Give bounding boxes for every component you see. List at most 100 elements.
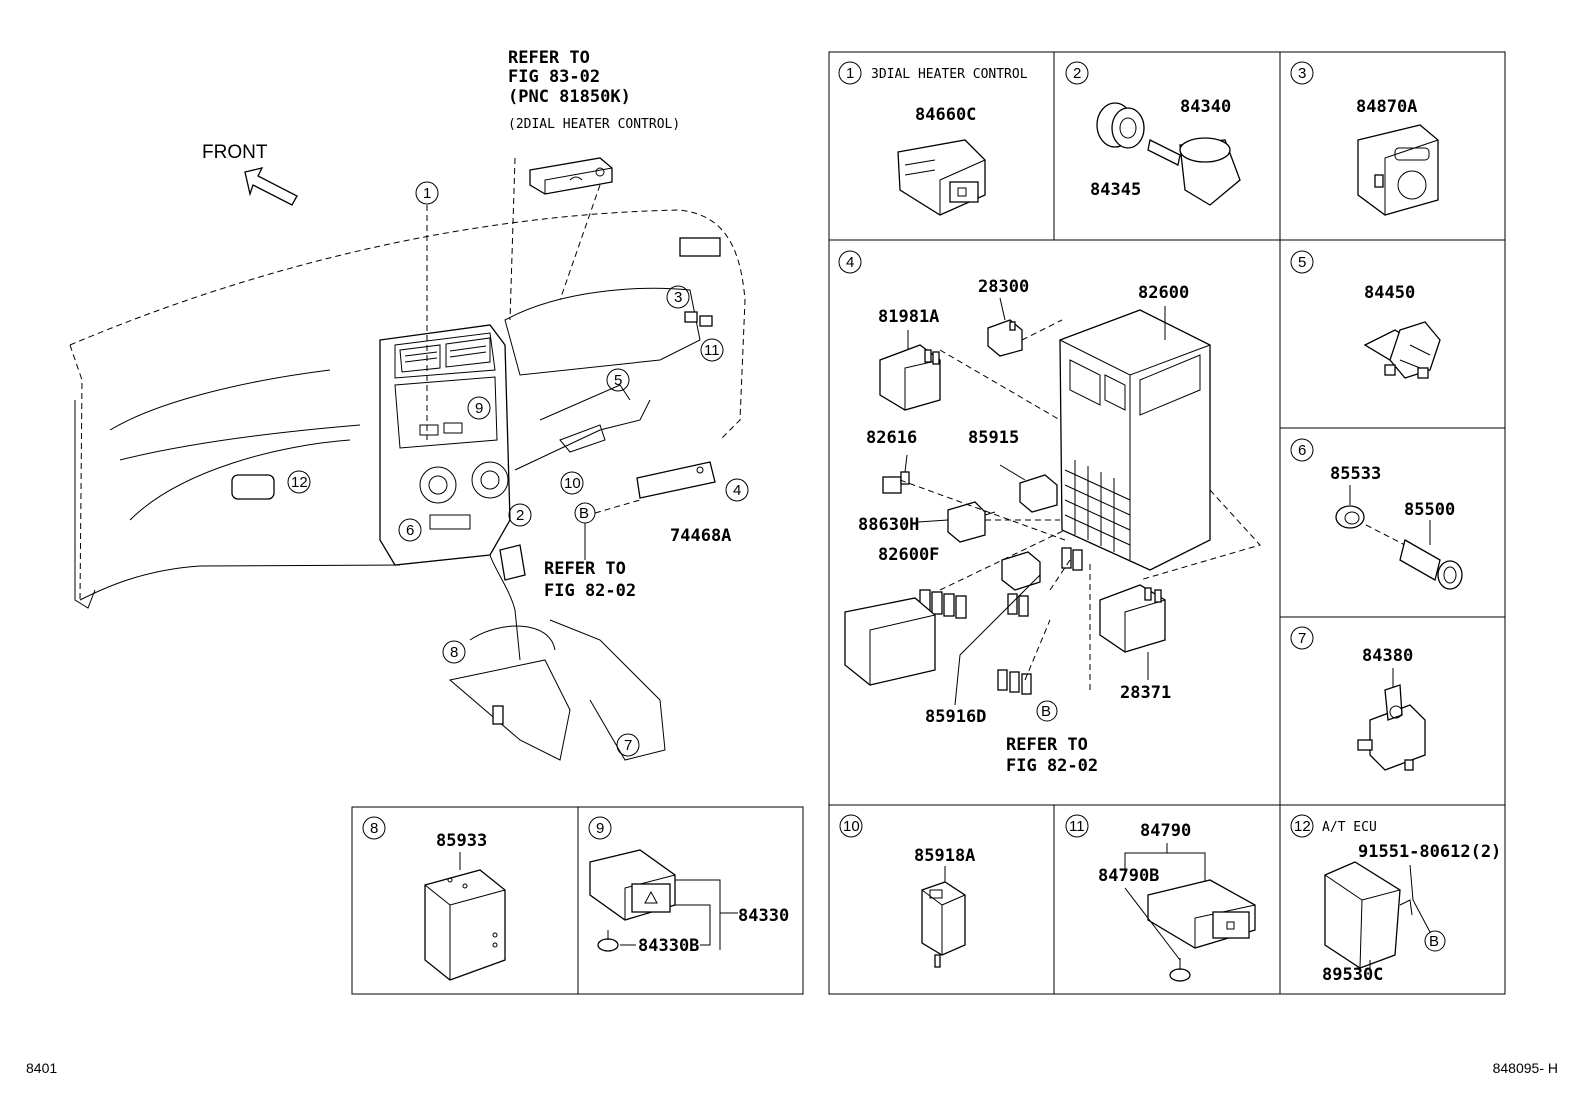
svg-text:1: 1: [423, 185, 431, 202]
svg-text:8: 8: [450, 644, 458, 661]
dashboard-illustration: FRONT REFER TO FIG 83-02 (PNC 81850K) (2…: [69, 48, 749, 761]
svg-text:7: 7: [624, 737, 632, 754]
panel-9: 9 84330 84330B: [588, 816, 789, 956]
svg-text:1: 1: [846, 65, 854, 82]
top-ref-line4: (2DIAL HEATER CONTROL): [508, 117, 680, 132]
part-84870A: 84870A: [1356, 97, 1417, 117]
svg-text:6: 6: [1298, 442, 1306, 459]
svg-text:12: 12: [291, 474, 308, 491]
switch-84450-icon: [1363, 321, 1441, 379]
panel-12-b-marker: B: [1429, 933, 1439, 950]
front-label: FRONT: [202, 142, 268, 163]
part-82616: 82616: [866, 428, 917, 448]
panel-4: 4 28300 82600 81981A 82616 85915 88630H …: [838, 250, 1261, 776]
junction-block-cover-icon: [844, 597, 936, 686]
main-callout-6: 6: [398, 518, 422, 542]
screw-icon: [597, 930, 619, 952]
svg-text:9: 9: [475, 400, 483, 417]
stop-lamp-switch-icon: [1357, 684, 1426, 771]
part-84790: 84790: [1140, 821, 1191, 841]
part-28371: 28371: [1120, 683, 1171, 703]
panel-12: 12 A/T ECU 91551-80612(2) 89530C B: [1290, 814, 1501, 985]
part-84340: 84340: [1180, 97, 1231, 117]
main-callout-8: 8: [442, 640, 466, 664]
panel-12-title: A/T ECU: [1322, 820, 1377, 835]
part-85500: 85500: [1404, 500, 1455, 520]
part-28300: 28300: [978, 277, 1029, 297]
panel-2: 2 84340 84345: [1065, 61, 1241, 206]
panel-1: 1 3DIAL HEATER CONTROL 84660C: [838, 61, 1028, 216]
socket-ring-icon: [1335, 505, 1365, 529]
svg-text:3: 3: [1298, 65, 1306, 82]
footer-right-code: 848095- H: [1492, 1060, 1558, 1076]
switch-84790-icon: [1147, 879, 1256, 949]
clip-screw-icon: [1169, 958, 1191, 982]
svg-text:3: 3: [674, 289, 682, 306]
svg-text:5: 5: [614, 372, 622, 389]
main-callout-9: 9: [467, 396, 491, 420]
part-81981A: 81981A: [878, 307, 939, 327]
flasher-relay-icon: [921, 881, 966, 968]
svg-text:4: 4: [733, 482, 741, 499]
svg-text:10: 10: [564, 475, 581, 492]
main-callout-1: 1: [415, 181, 439, 440]
part-85915: 85915: [968, 428, 1019, 448]
svg-text:6: 6: [406, 522, 414, 539]
top-ref-line1: REFER TO: [508, 48, 590, 68]
front-arrow-icon: [244, 167, 298, 206]
svg-text:4: 4: [846, 254, 854, 271]
main-callout-3: 3: [666, 285, 690, 309]
part-84330B: 84330B: [638, 936, 699, 956]
panel-4-ref-line1: REFER TO: [1006, 735, 1088, 755]
panel-11: 11 84790 84790B: [1065, 814, 1256, 982]
part-84330: 84330: [738, 906, 789, 926]
panel-5: 5 84450: [1290, 250, 1441, 379]
main-callout-12: 12: [287, 470, 311, 494]
panel-8: 8 85933: [362, 816, 506, 981]
svg-text:9: 9: [596, 820, 604, 837]
bottom-ref-line1: REFER TO: [544, 559, 626, 579]
main-callout-2: 2: [508, 503, 532, 527]
part-85918A: 85918A: [914, 846, 975, 866]
junction-block-82600-icon: [1059, 309, 1211, 571]
svg-text:8: 8: [370, 820, 378, 837]
grommet-icon: [1096, 102, 1145, 149]
panel-10: 10 85918A: [839, 814, 975, 968]
control-unit-85933-icon: [424, 869, 506, 981]
main-callout-4: 4: [725, 478, 749, 502]
relay-88630H-icon: [947, 501, 996, 543]
panel-1-title: 3DIAL HEATER CONTROL: [871, 67, 1028, 82]
part-89530C: 89530C: [1322, 965, 1383, 985]
part-91551-80612: 91551-80612(2): [1358, 842, 1501, 862]
part-84450: 84450: [1364, 283, 1415, 303]
fuse-82616-icon: [882, 471, 910, 494]
main-callout-11: 11: [700, 338, 724, 362]
part-85916D: 85916D: [925, 707, 986, 727]
panel-grid: [351, 51, 1506, 995]
relay-81981A-icon: [879, 344, 941, 411]
relay-85915-icon: [1019, 474, 1058, 513]
svg-text:11: 11: [1069, 818, 1085, 835]
mirror-switch-icon: [1357, 124, 1439, 216]
panel-7: 7 84380: [1290, 626, 1426, 771]
svg-text:10: 10: [843, 818, 860, 835]
temperature-sensor-icon: [1147, 137, 1241, 206]
main-callout-5: 5: [606, 368, 630, 392]
fuse-82600F-icon: [919, 589, 967, 619]
svg-text:2: 2: [516, 507, 524, 524]
heater-control-icon: [897, 139, 986, 216]
part-85533: 85533: [1330, 464, 1381, 484]
power-socket-icon: [1399, 539, 1463, 590]
relay-28300-icon: [987, 319, 1023, 357]
main-b-marker: B: [579, 505, 589, 522]
bottom-ref-line2: FIG 82-02: [544, 581, 636, 601]
svg-text:7: 7: [1298, 630, 1306, 647]
at-ecu-icon: [1324, 861, 1413, 969]
footer-left-code: 8401: [26, 1060, 58, 1076]
panel-4-b-marker: B: [1041, 703, 1051, 720]
heater-control-switch-icon: [529, 157, 613, 195]
svg-text:2: 2: [1073, 65, 1081, 82]
part-84660C: 84660C: [915, 105, 976, 125]
panel-6: 6 85533 85500: [1290, 438, 1463, 590]
